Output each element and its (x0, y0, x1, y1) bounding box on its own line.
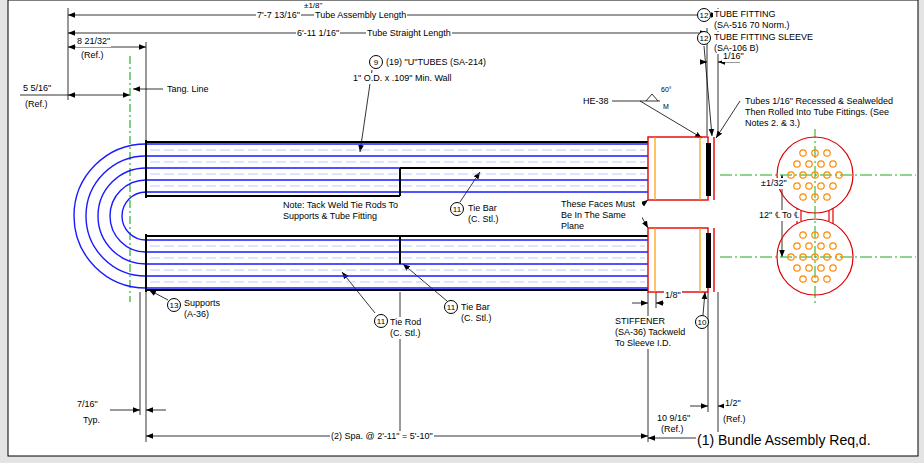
drawing-label: (C. Stl.) (460, 313, 493, 324)
drawing-label: 7'-7 13/16" (256, 10, 301, 21)
drawing-label: STIFFENER (614, 316, 666, 327)
drawing-label: 60° (660, 86, 673, 94)
drawing-label: 1/2" (724, 398, 742, 409)
drawing-label: Tube Assembly Length (314, 10, 407, 21)
drawing-label: (C. Stl.) (389, 328, 422, 339)
drawing-label: (1) Bundle Assembly Req,d. (696, 432, 872, 449)
drawing-label: TUBE FITTING SLEEVE (713, 32, 814, 43)
callout-number: 11 (444, 300, 458, 314)
drawing-label: 7/16" (76, 399, 99, 410)
drawing-label: Note: Tack Weld Tie Rods To Supports & T… (282, 200, 424, 222)
drawing-label: Tie Rod (389, 317, 422, 328)
drawing-label: ±1/32" (760, 178, 788, 189)
drawing-label: Tubes 1/16" Recessed & Sealwelded Then R… (744, 96, 896, 129)
drawing-label: (SA-516 70 Norm.) (713, 20, 791, 31)
callout-number: 12 (697, 8, 711, 22)
drawing-label: Typ. (82, 415, 101, 426)
drawing-label: Tang. Line (166, 84, 210, 95)
drawing-label: 1" O.D. x .109" Min. Wall (352, 73, 453, 84)
drawing-label: (A-36) (183, 309, 210, 320)
drawing-label: Tube Straight Length (366, 28, 452, 39)
callout-number: 13 (167, 298, 181, 312)
drawing-label: 6'-11 1/16" (296, 28, 340, 39)
drawing-label: Supports (183, 298, 221, 309)
drawing-label: (Ref.) (722, 414, 747, 425)
drawing-label: TUBE FITTING (713, 9, 777, 20)
drawing-label: 5 5/16" (22, 83, 52, 94)
drawing-label: (19) "U"TUBES (SA-214) (385, 57, 487, 68)
drawing-label: 10 9/16" (656, 413, 691, 424)
callout-number: 12 (697, 31, 711, 45)
callout-number: 10 (695, 315, 709, 329)
drawing-label: (Ref.) (24, 99, 49, 110)
callout-text: 12 (700, 11, 709, 20)
drawing-label: Tie Bar (467, 203, 498, 214)
drawing-label: (Ref.) (660, 424, 685, 435)
drawing-label: (Ref.) (80, 50, 105, 61)
drawing-label: 8 21/32" (76, 36, 111, 47)
callout-text: 11 (453, 205, 461, 214)
drawing-label: Tie Bar (460, 302, 491, 313)
drawing-label: 12" ℄ To ℄ (758, 210, 800, 221)
drawing-label: (SA-36) Tackweld To Sleeve I.D. (614, 327, 694, 349)
callout-number: 9 (369, 55, 383, 69)
callout-text: 10 (698, 318, 707, 327)
drawing-label: These Faces Must Be In The Same Plane (560, 199, 642, 232)
callout-text: 9 (374, 58, 378, 67)
drawing-label: 1/16" (722, 51, 745, 62)
callout-text: 12 (700, 34, 709, 43)
drawing-label: M (662, 103, 670, 111)
callout-text: 11 (447, 303, 455, 312)
callout-number: 11 (450, 202, 464, 216)
drawing-label: HE-38 (582, 96, 610, 107)
callout-text: 11 (377, 317, 385, 326)
drawing-label: (C. Stl.) (467, 214, 500, 225)
callout-text: 13 (170, 301, 179, 310)
callout-number: 11 (374, 314, 388, 328)
drawing-label: 1/8" (664, 290, 682, 301)
drawing-label: (2) Spa. @ 2'-11" = 5'-10" (330, 431, 434, 442)
